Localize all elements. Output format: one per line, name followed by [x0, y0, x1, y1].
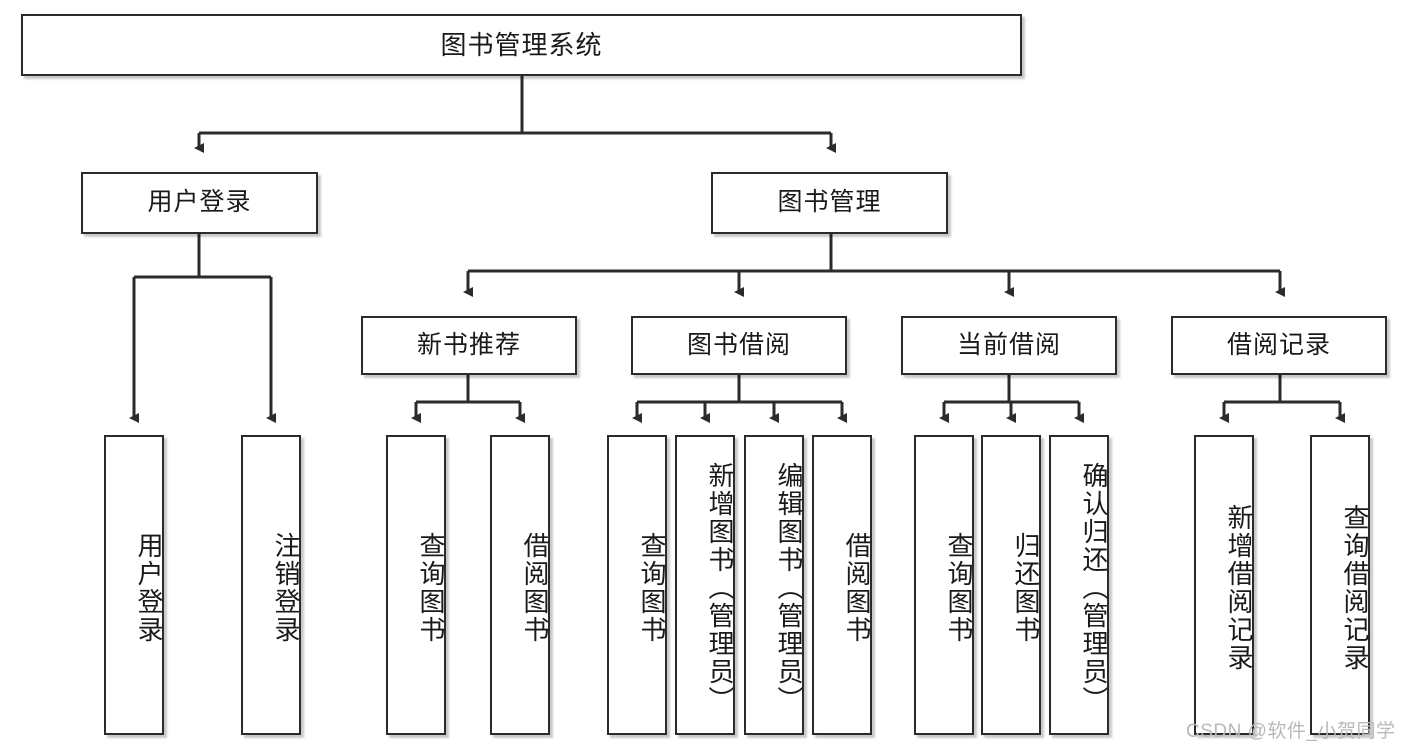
node-leaf-label: 归还图书: [1011, 532, 1041, 644]
node-leaf-label: 查询借阅记录: [1340, 504, 1370, 672]
node-root-system[interactable]: 图书管理系统: [21, 14, 1022, 76]
node-new-book-recommend[interactable]: 新书推荐: [361, 316, 577, 375]
node-leaf-label: 确认归还（管理员）: [1079, 462, 1109, 714]
node-leaf-query-book-borrow[interactable]: 查询图书: [607, 435, 667, 735]
node-current-borrow[interactable]: 当前借阅: [901, 316, 1117, 375]
node-leaf-user-login[interactable]: 用户登录: [104, 435, 164, 735]
node-leaf-label: 注销登录: [271, 532, 301, 644]
node-leaf-add-book-admin[interactable]: 新增图书（管理员）: [675, 435, 735, 735]
node-leaf-label: 新增图书（管理员）: [705, 462, 735, 714]
node-leaf-label: 查询图书: [944, 532, 974, 644]
node-leaf-label: 用户登录: [134, 532, 164, 644]
node-leaf-add-borrow-record[interactable]: 新增借阅记录: [1194, 435, 1254, 735]
node-leaf-label: 借阅图书: [520, 532, 550, 644]
node-leaf-query-book-newbook[interactable]: 查询图书: [386, 435, 446, 735]
node-leaf-borrow-book-newbook[interactable]: 借阅图书: [490, 435, 550, 735]
node-leaf-query-borrow-record[interactable]: 查询借阅记录: [1310, 435, 1370, 735]
node-leaf-return-book[interactable]: 归还图书: [981, 435, 1041, 735]
node-leaf-edit-book-admin[interactable]: 编辑图书（管理员）: [744, 435, 804, 735]
node-borrow-records[interactable]: 借阅记录: [1171, 316, 1387, 375]
csdn-watermark: CSDN @软件_小贺同学: [1186, 721, 1396, 742]
node-book-borrow[interactable]: 图书借阅: [631, 316, 847, 375]
node-leaf-confirm-return-admin[interactable]: 确认归还（管理员）: [1049, 435, 1109, 735]
node-leaf-label: 借阅图书: [842, 532, 872, 644]
node-user-login[interactable]: 用户登录: [81, 172, 318, 234]
node-leaf-label: 查询图书: [416, 532, 446, 644]
node-leaf-label: 编辑图书（管理员）: [774, 462, 804, 714]
node-leaf-label: 查询图书: [637, 532, 667, 644]
node-leaf-user-logout[interactable]: 注销登录: [241, 435, 301, 735]
node-book-management[interactable]: 图书管理: [711, 172, 948, 234]
node-leaf-borrow-book-borrow[interactable]: 借阅图书: [812, 435, 872, 735]
node-leaf-query-book-current[interactable]: 查询图书: [914, 435, 974, 735]
node-leaf-label: 新增借阅记录: [1224, 504, 1254, 672]
